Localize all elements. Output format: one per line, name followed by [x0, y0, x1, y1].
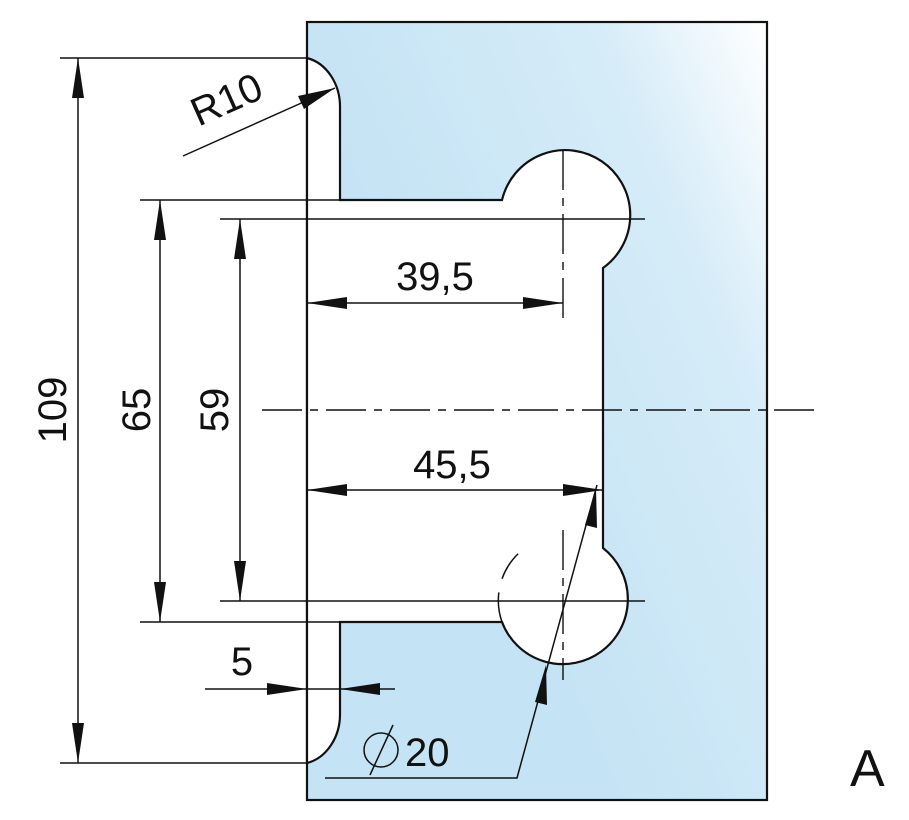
dimension-diameter-20: 20 — [325, 484, 598, 779]
dim-hole-spacing: 59 — [193, 388, 237, 433]
dim-bottom-hole-offset: 45,5 — [413, 443, 491, 487]
dim-overall-height: 109 — [31, 377, 75, 444]
diameter-symbol-icon — [363, 724, 399, 776]
dimension-5: 5 — [205, 640, 395, 695]
dim-cutout-height: 65 — [115, 388, 159, 433]
dim-hole-diameter: 20 — [405, 731, 450, 775]
view-label: A — [850, 740, 885, 798]
dimension-65: 65 — [115, 200, 166, 622]
dimension-59: 59 — [193, 219, 246, 601]
dimension-109: 109 — [31, 58, 84, 763]
dim-corner-radius: R10 — [184, 65, 269, 135]
dim-edge-offset: 5 — [231, 640, 253, 684]
dimension-45-5: 45,5 — [307, 443, 603, 496]
hidden-hole-arc — [497, 551, 521, 623]
extension-lines — [60, 57, 340, 764]
dimension-39-5: 39,5 — [307, 255, 563, 309]
center-lines — [220, 150, 815, 680]
dim-top-hole-offset: 39,5 — [396, 255, 474, 299]
